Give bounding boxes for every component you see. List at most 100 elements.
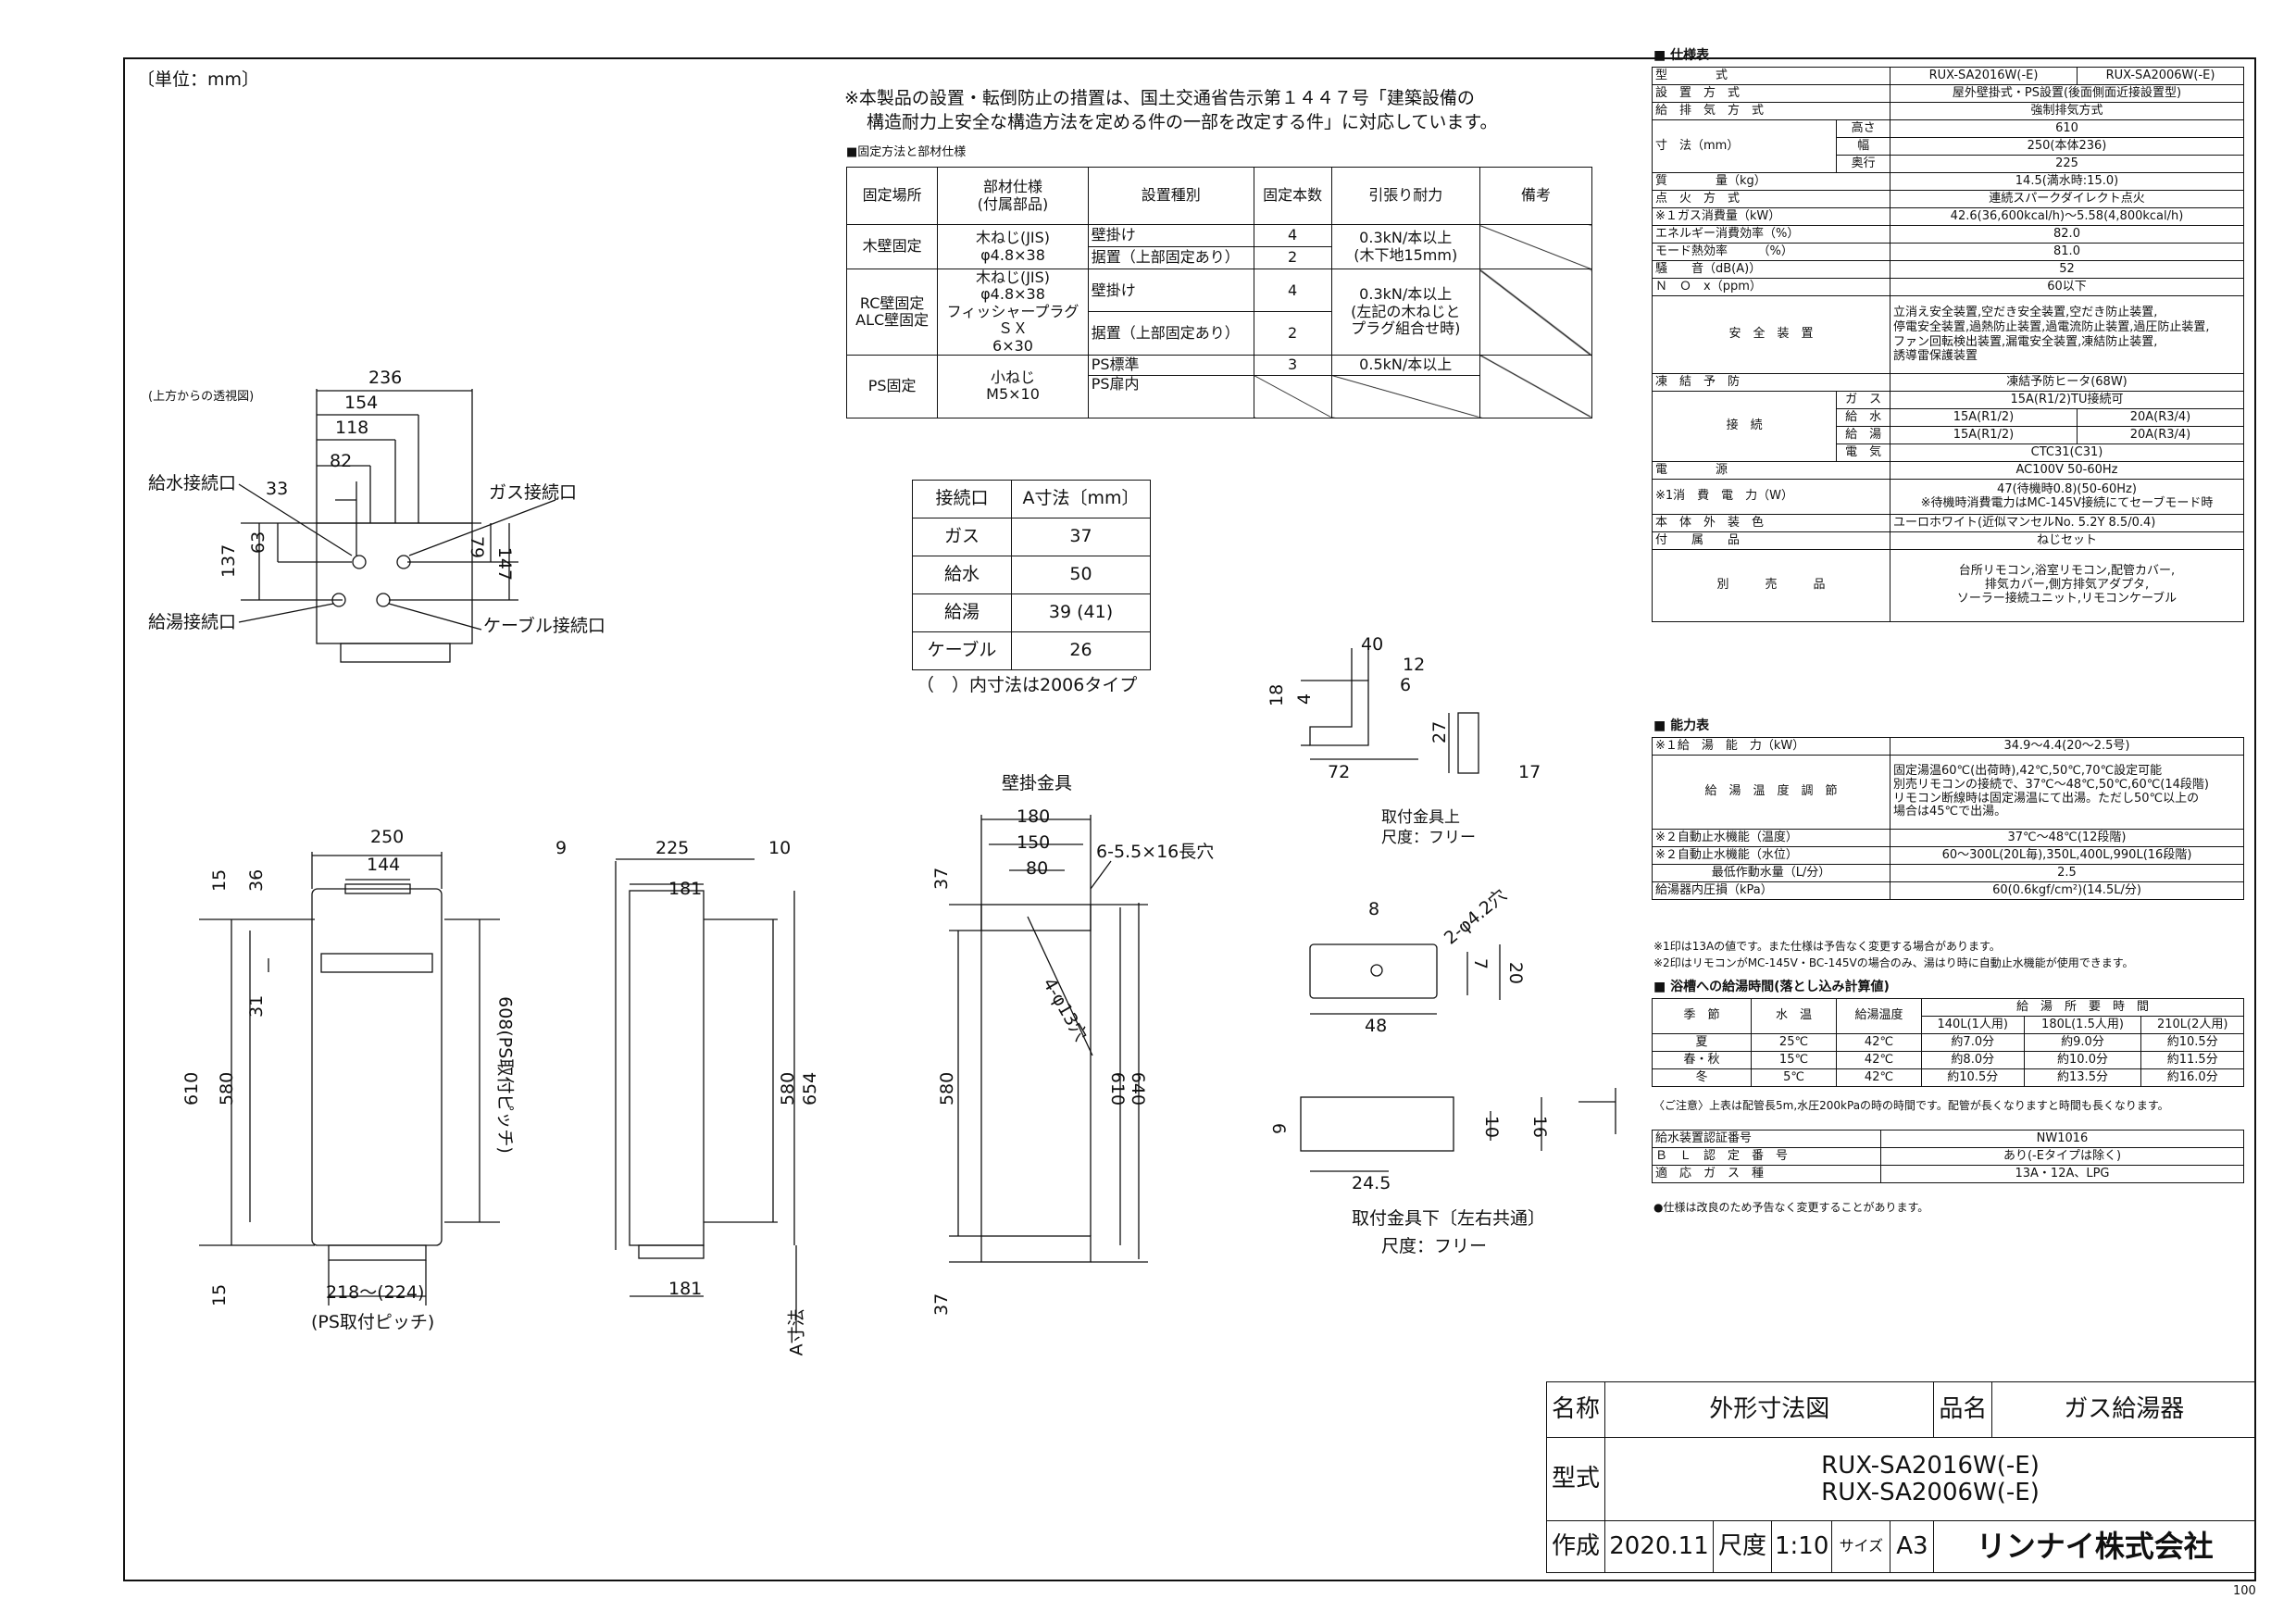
ab-temp-3: リモコン断線時は固定湯温にて出湯。ただし50℃以上の (1893, 791, 2200, 806)
wb-dim-610: 610 (1107, 1071, 1129, 1106)
wb-dim-150: 150 (1017, 832, 1051, 853)
wb-dim-80: 80 (1026, 858, 1049, 879)
sv-dim-654: 654 (800, 1071, 821, 1106)
front-exhaust (320, 953, 433, 973)
bath-title: ■ 浴槽への給湯時間(落とし込み計算値) (1653, 980, 1890, 994)
spec-conn-hot-b: 20A(R3/4) (2077, 426, 2244, 444)
front-top-bracket (344, 883, 411, 894)
spec-sep-1: 台所リモコン,浴室リモコン,配管カバー, (1958, 564, 2176, 579)
ab-stop-level-value: 60〜300L(20L毎),350L,400L,990L(16段階) (1890, 846, 2244, 865)
fixing-table-title: ■固定方法と部材仕様 (846, 145, 967, 159)
ab-stop-temp-value: 37℃〜48℃(12段階) (1890, 829, 2244, 847)
bath-note: 〈ご注意〉上表は配管長5m,水圧200kPaの時の時間です。配管が長くなりますと… (1653, 1099, 2169, 1112)
fx-r2-place: RC壁固定 ALC壁固定 (845, 269, 939, 356)
ability-note-2: ※2印はリモコンがMC-145V・BC-145Vの場合のみ、湯はり時に自動止水機… (1653, 956, 2134, 969)
bath-r2-a: 約8.0分 (1921, 1051, 2025, 1069)
fv-dim-15b: 15 (209, 1283, 231, 1307)
tb-model-label: 型式 (1546, 1437, 1605, 1521)
bath-r1-water: 25℃ (1751, 1033, 1837, 1052)
fv-dim-610: 610 (181, 1071, 203, 1106)
tb-product-label: 品名 (1933, 1381, 1993, 1438)
side-body (629, 890, 705, 1246)
tv-dim-154: 154 (344, 393, 379, 413)
wb-dim-180: 180 (1017, 806, 1051, 827)
spec-color-value: ユーロホワイト(近似マンセルNo. 5.2Y 8.5/0.4) (1890, 514, 2244, 532)
spec-depth-label: 奥行 (1836, 155, 1890, 173)
spec-power-label: 電 源 (1652, 461, 1890, 480)
fx-h-count: 固定本数 (1253, 167, 1332, 225)
tb-made-label: 作成 (1546, 1520, 1605, 1573)
tb-scale: 1:10 (1770, 1520, 1833, 1573)
fx-r3-part: 小ねじ M5×10 (937, 354, 1089, 418)
top-view (238, 389, 556, 663)
fx-h-part: 部材仕様 (付属部品) (937, 167, 1089, 225)
ub-dim-72: 72 (1328, 762, 1351, 782)
port-water-in (352, 555, 367, 569)
spec-power-value: AC100V 50-60Hz (1890, 461, 2244, 480)
spec-ignition-label: 点 火 方 式 (1652, 190, 1890, 208)
fx-r2-part: 木ねじ(JIS) φ4.8×38 フィッシャープラグＳＸ 6×30 (937, 269, 1089, 356)
spec-conn-water-label: 給 水 (1836, 408, 1890, 427)
tv-dim-118: 118 (335, 418, 369, 438)
wb-dim-slot: 6-5.5×16長穴 (1096, 842, 1215, 862)
lb-dim-6: 6 (1267, 1122, 1289, 1134)
ub-dim-12: 12 (1403, 655, 1426, 675)
tv-dim-236: 236 (368, 368, 403, 388)
fx-r2-type2: 据置（上部固定あり） (1087, 311, 1254, 356)
cert-r2-label: Ｂ Ｌ 認 定 番 号 (1652, 1147, 1881, 1166)
ab-min-value: 2.5 (1890, 864, 2244, 882)
front-fittings (328, 1244, 427, 1261)
front-view (199, 852, 500, 1305)
ab-temp-label: 給 湯 温 度 調 節 (1652, 755, 1890, 830)
fv-dim-608: 608(PS取付ピッチ) (494, 996, 516, 1154)
spec-conn-gas-label: ガ ス (1836, 391, 1890, 409)
bath-h-water: 水 温 (1751, 998, 1837, 1034)
fx-r3-count2 (1253, 374, 1332, 418)
spec-consume-label: ※1消 費 電 力（W） (1652, 479, 1890, 515)
spec-nox-value: 60以下 (1890, 278, 2244, 296)
upper-bracket-title: 取付金具上 (1381, 808, 1460, 827)
bath-h-time: 給 湯 所 要 時 間 (1921, 998, 2244, 1017)
sv-dim-9: 9 (555, 838, 568, 858)
spec-gas-value: 42.6(36,600kcal/h)〜5.58(4,800kcal/h) (1890, 207, 2244, 226)
cert-r2-value: あり(-Eタイプは除く) (1880, 1147, 2244, 1166)
lower-bracket-front (1300, 1096, 1454, 1152)
spec-mode-value: 81.0 (1890, 243, 2244, 261)
ability-title: ■ 能力表 (1653, 718, 1710, 733)
spec-safety-label: 安 全 装 置 (1652, 295, 1890, 374)
unit-note: 〔単位：mm〕 (137, 69, 260, 90)
upper-bracket-scale: 尺度：フリー (1381, 829, 1476, 847)
ab-temp-1: 固定湯温60℃(出荷時),42℃,50℃,70℃設定可能 (1893, 763, 2163, 778)
spec-vent-value: 強制排気方式 (1890, 102, 2244, 120)
lb-dim-8: 8 (1368, 899, 1380, 919)
spec-ignition-value: 連続スパークダイレクト点火 (1890, 190, 2244, 208)
bath-sub-2: 180L(1.5人用) (2023, 1016, 2142, 1034)
fv-dim-218: 218〜(224) (326, 1282, 425, 1303)
front-body (311, 888, 443, 1246)
fx-r3-note (1479, 354, 1593, 418)
label-gas: ガス接続口 (489, 482, 578, 503)
sv-dim-181b: 181 (668, 1279, 703, 1299)
wb-dim-640: 640 (1128, 1071, 1149, 1106)
bath-sub-3: 210L(2人用) (2140, 1016, 2244, 1034)
fv-dim-15a: 15 (209, 868, 231, 893)
page-number: 100 (2233, 1584, 2256, 1598)
lb-dim-16: 16 (1529, 1115, 1551, 1139)
spec-sep-3: ソーラー接続ユニット,リモコンケーブル (1956, 591, 2177, 606)
lb-dim-24-5: 24.5 (1352, 1173, 1391, 1193)
upper-bracket-side (1457, 712, 1479, 774)
at-r1c1: ガス (912, 518, 1012, 556)
tb-model-2: RUX-SA2006W(-E) (1821, 1478, 2040, 1506)
fx-r3-type2: PS扉内 (1087, 374, 1254, 418)
top-view-body (316, 522, 473, 644)
ab-stop-temp-label: ※２自動止水機能（温度） (1652, 829, 1890, 847)
lower-bracket-hole (1370, 964, 1383, 977)
bath-r3-a: 約10.5分 (1921, 1068, 2025, 1087)
bath-r3-season: 冬 (1652, 1068, 1752, 1087)
lower-bracket-title: 取付金具下〔左右共通〕 (1352, 1208, 1546, 1229)
label-hot: 給湯接続口 (148, 612, 237, 632)
top-view-caption: (上方からの透視図) (148, 390, 255, 404)
bath-sub-1: 140L(1人用) (1921, 1016, 2025, 1034)
